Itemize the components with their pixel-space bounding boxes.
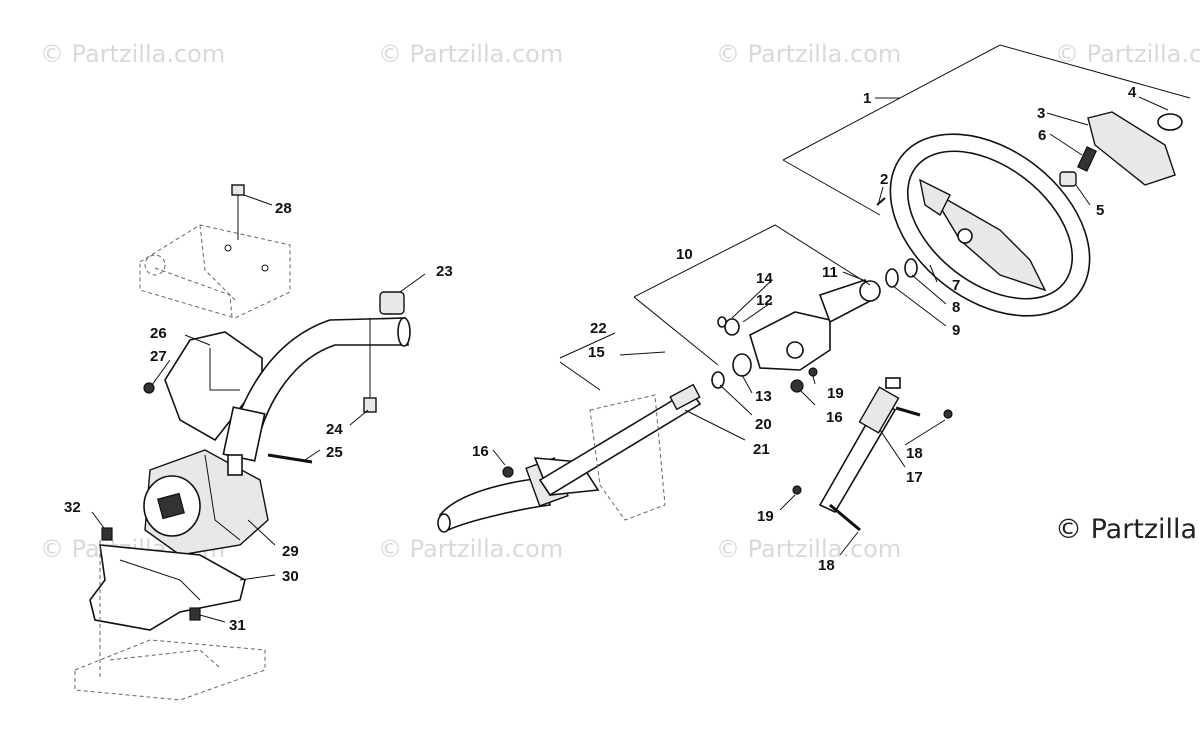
callout-24: 24 [326,421,343,438]
callout-23: 23 [436,263,453,280]
callout-9: 9 [952,322,960,339]
callout-16: 16 [472,443,489,460]
horn-pad-3 [876,111,1183,206]
callout-29: 29 [282,543,299,560]
callout-7: 7 [952,277,960,294]
watermark: © Partzilla.com [716,40,901,68]
callout-27: 27 [150,348,167,365]
bolt-31-32 [101,527,201,621]
callout-15: 15 [588,344,605,361]
watermark: © Partzilla.com [716,535,901,563]
column-bracket-11 [749,278,881,393]
frame-upper-dashed [139,224,291,319]
callout-2: 2 [880,171,888,188]
frame-lower-dashed [74,540,266,701]
callout-20: 20 [755,416,772,433]
callout-3: 3 [1037,105,1045,122]
callout-13: 13 [755,388,772,405]
callout-19b: 19 [757,508,774,525]
steering-column-shaft [538,383,702,521]
callout-18b: 18 [818,557,835,574]
watermark: © Partzilla.com [378,535,563,563]
leader-lines [91,44,1191,623]
callout-31: 31 [229,617,246,634]
bushings-13-20-14-12 [711,316,752,389]
bolt-28 [231,184,245,240]
callout-28: 28 [275,200,292,217]
callout-18: 18 [906,445,923,462]
callout-14: 14 [756,270,773,287]
power-steering-unit-29 [143,449,269,556]
callout-19: 19 [827,385,844,402]
callout-25: 25 [326,444,343,461]
callout-labels: 1 2 3 4 5 6 7 8 9 10 11 12 13 14 15 16 1… [64,84,1137,634]
callout-16b: 16 [826,409,843,426]
damper-17 [792,377,953,532]
callout-30: 30 [282,568,299,585]
watermark: © Partzilla.com [378,40,563,68]
bracket-30 [89,544,246,631]
callout-5: 5 [1096,202,1104,219]
callout-10: 10 [676,246,693,263]
callout-8: 8 [952,299,960,316]
callout-11: 11 [822,264,838,281]
steering-wheel-1 [889,133,1091,317]
bolt-25 [267,453,313,464]
callout-22: 22 [590,320,607,337]
watermark-main: © Partzilla.c [1055,514,1200,545]
callout-4: 4 [1128,84,1137,101]
callout-1: 1 [863,90,871,107]
callout-12: 12 [756,292,773,309]
callout-21: 21 [753,441,770,458]
clamp-23 [363,291,405,413]
callout-32: 32 [64,499,81,516]
watermark: © Partzilla.com [1055,40,1200,68]
callout-17: 17 [906,469,923,486]
watermark: © Partzilla.com [40,40,225,68]
callout-26: 26 [150,325,167,342]
shaft-tube-23 [222,317,411,462]
callout-6: 6 [1038,127,1046,144]
